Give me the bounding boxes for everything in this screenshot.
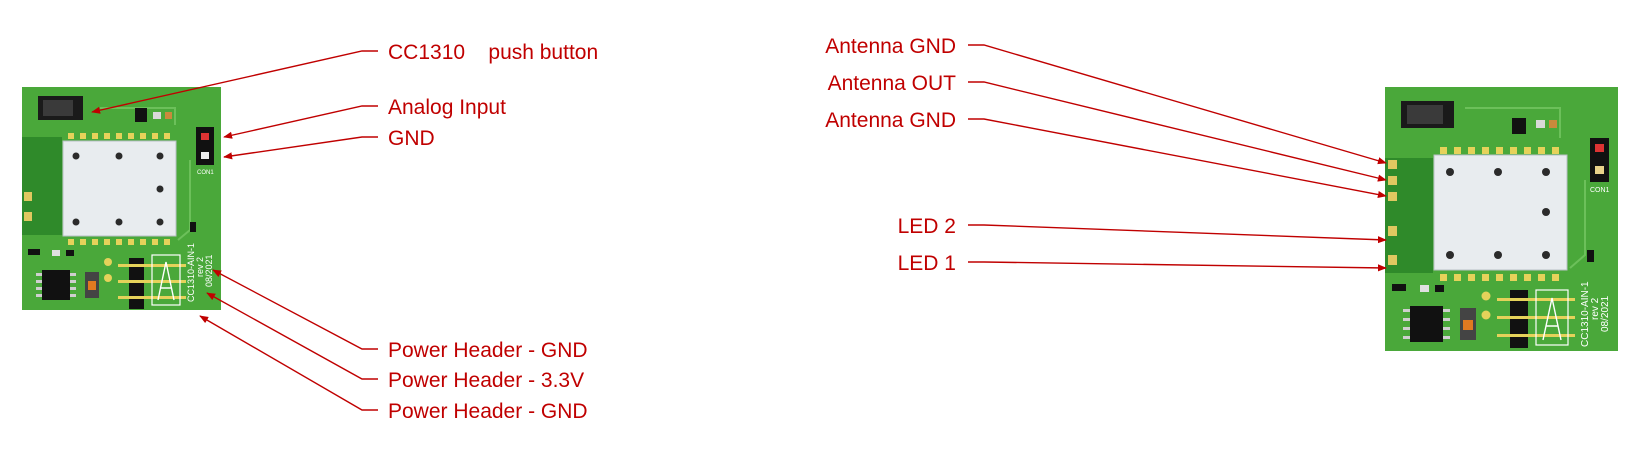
callout-label-power-gnd-1: Power Header - GND xyxy=(388,339,588,362)
right-module-pads-top xyxy=(1440,147,1559,154)
right-smd-part xyxy=(1392,284,1406,291)
right-ic-chip xyxy=(1410,306,1443,342)
right-board: CON1 CC1310-AIN-1 rev 2 08/2021 xyxy=(1385,87,1618,351)
callout-label-gnd: GND xyxy=(388,127,435,150)
right-silk-logo-mark xyxy=(1542,297,1562,341)
callout-leader-push-button xyxy=(91,50,378,114)
right-analog-connector xyxy=(1590,138,1609,182)
right-connector-pin-2 xyxy=(1595,166,1604,174)
left-ic-pins xyxy=(36,273,76,297)
callout-label-antenna-gnd-1: Antenna GND xyxy=(825,35,956,58)
left-silk-logo xyxy=(151,254,181,306)
right-trace xyxy=(1465,107,1561,138)
callout-leader-antenna-gnd-1 xyxy=(968,44,1387,165)
right-silk-logo xyxy=(1535,289,1569,346)
right-pad xyxy=(1481,310,1491,320)
left-led-1 xyxy=(24,212,32,221)
callout-label-antenna-gnd-2: Antenna GND xyxy=(825,109,956,132)
left-smd-part xyxy=(28,249,40,255)
callout-leader-led-1 xyxy=(968,261,1387,272)
right-board-name: CC1310-AIN-1 xyxy=(1580,281,1591,347)
right-antenna-pad xyxy=(1388,192,1397,201)
right-smd-part xyxy=(1587,250,1594,262)
right-shield-holes xyxy=(1446,168,1550,259)
right-board-date: 08/2021 xyxy=(1600,295,1611,332)
left-board: CON1 CC1310-AIN-1 rev 2 08/2021 xyxy=(22,87,221,310)
left-shield-holes xyxy=(72,152,164,226)
left-module-pads-top xyxy=(68,133,170,139)
left-transistor xyxy=(135,108,147,122)
callout-label-power-3v3: Power Header - 3.3V xyxy=(388,369,584,392)
left-smd-part xyxy=(52,250,60,256)
right-connector-pin-1 xyxy=(1595,144,1604,152)
right-smd-part xyxy=(1536,120,1545,128)
left-trace xyxy=(100,107,176,125)
callout-label-antenna-out: Antenna OUT xyxy=(828,72,957,95)
left-ic-chip xyxy=(42,270,70,300)
callout-leader-analog-input xyxy=(223,105,378,139)
callout-label-analog-input: Analog Input xyxy=(388,96,506,119)
right-callouts: Antenna GND Antenna OUT Antenna GND LED … xyxy=(825,35,1387,275)
callout-label-led-1: LED 1 xyxy=(898,252,956,275)
right-module-pads-bottom xyxy=(1440,274,1559,281)
left-smd-part xyxy=(165,112,172,119)
callout-leader-power-3v3 xyxy=(206,292,378,380)
right-smd-part xyxy=(1435,285,1444,292)
callout-leader-gnd xyxy=(223,136,378,160)
right-antenna-pad xyxy=(1388,176,1397,185)
left-board-name: CC1310-AIN-1 xyxy=(186,243,196,302)
left-callouts: CC1310 push button Analog Input GND Powe… xyxy=(91,41,598,423)
callout-label-push-button: CC1310 push button xyxy=(388,41,598,64)
left-pad xyxy=(104,274,112,282)
left-connector-label: CON1 xyxy=(197,170,214,176)
left-board-rev: rev 2 xyxy=(195,257,205,277)
left-led-2 xyxy=(24,192,32,201)
callout-leader-power-gnd-2 xyxy=(199,315,378,411)
right-led-1 xyxy=(1388,255,1397,265)
left-analog-connector xyxy=(196,127,214,165)
callout-label-led-2: LED 2 xyxy=(898,215,956,238)
left-smd-part xyxy=(153,112,161,119)
left-silk-logo-mark xyxy=(157,261,175,301)
right-push-button-cap xyxy=(1407,105,1443,124)
callout-leader-antenna-out xyxy=(968,81,1387,182)
right-board-rev: rev 2 xyxy=(1590,297,1601,320)
left-smd-part xyxy=(190,222,196,232)
callout-leader-antenna-gnd-2 xyxy=(968,118,1387,199)
right-smd-part xyxy=(1420,285,1429,292)
left-module-pads-bottom xyxy=(68,239,170,245)
left-connector-pin-1 xyxy=(201,133,209,140)
left-board-date: 08/2021 xyxy=(204,254,214,287)
left-connector-pin-2 xyxy=(201,152,209,159)
right-trace xyxy=(1569,180,1586,269)
right-ic-pins xyxy=(1403,309,1450,339)
right-antenna-pad xyxy=(1388,160,1397,169)
right-connector-label: CON1 xyxy=(1590,187,1610,194)
left-smd-part xyxy=(66,250,74,256)
left-pad xyxy=(104,258,112,266)
right-led-2 xyxy=(1388,226,1397,236)
callout-label-power-gnd-2: Power Header - GND xyxy=(388,400,588,423)
right-pad xyxy=(1481,291,1491,301)
right-smd-part xyxy=(1549,120,1557,128)
right-transistor xyxy=(1512,118,1526,134)
callout-leader-led-2 xyxy=(968,224,1387,244)
right-tantalum-capacitor-band xyxy=(1463,320,1473,330)
callout-leader-power-gnd-1 xyxy=(212,269,378,350)
left-push-button-cap xyxy=(43,100,73,116)
left-tantalum-capacitor-band xyxy=(88,281,96,290)
